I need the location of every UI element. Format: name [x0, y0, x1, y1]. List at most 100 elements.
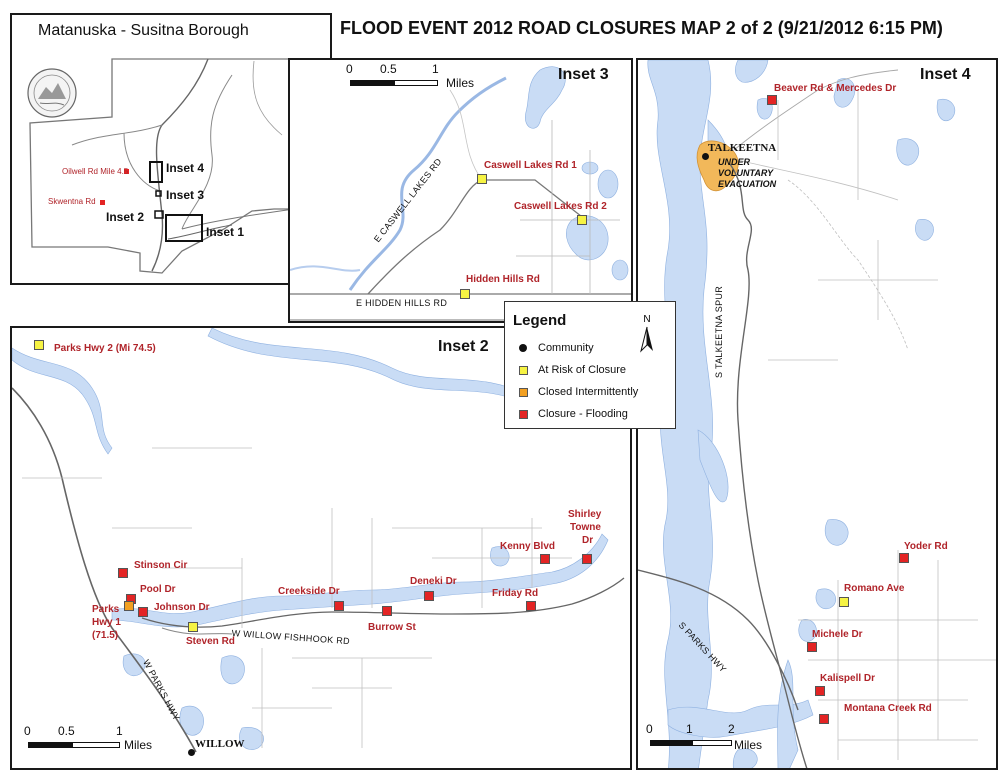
marker-creekside — [334, 601, 344, 611]
label-yoder: Yoder Rd — [904, 541, 948, 552]
map-title: FLOOD EVENT 2012 ROAD CLOSURES MAP 2 of … — [340, 18, 943, 38]
marker-stinson — [118, 568, 128, 578]
legend-at-risk-label: At Risk of Closure — [538, 364, 627, 376]
label-pool: Pool Dr — [140, 584, 176, 595]
overview-panel: Matanuska - Susitna Borough Oilwell Rd M… — [10, 13, 332, 285]
marker-caswell-lakes-1 — [477, 174, 487, 184]
inset3-scale-unit: Miles — [446, 76, 475, 90]
label-shirley-line3: Dr — [582, 535, 594, 546]
inset3-map — [290, 66, 631, 321]
inset3-scale-tick-1: 0.5 — [380, 62, 397, 76]
label-shirley-line1: Shirley — [568, 509, 602, 520]
label-johnson: Johnson Dr — [154, 602, 210, 613]
inset3-panel: Inset 3 0 0.5 1 Miles E CASWELL LAKES RD… — [288, 58, 633, 323]
label-shirley-line2: Towne — [570, 522, 601, 533]
inset2-scale-bar: 0 0.5 1 Miles — [24, 724, 174, 754]
label-beaver-mercedes: Beaver Rd & Mercedes Dr — [774, 83, 897, 94]
overview-inset1-label: Inset 1 — [206, 225, 245, 239]
borough-seal-icon — [27, 68, 77, 118]
label-friday: Friday Rd — [492, 588, 539, 599]
overview-map — [27, 58, 313, 274]
marker-friday — [526, 601, 536, 611]
legend-community-icon — [519, 344, 527, 353]
marker-deneki — [424, 591, 434, 601]
marker-kalispell — [815, 686, 825, 696]
inset3-scale-tick-2: 1 — [432, 62, 439, 76]
overview-inset2-label: Inset 2 — [106, 210, 145, 224]
inset4-panel: Inset 4 TALKEETNA UNDER VOLUNTARY EVACUA… — [636, 58, 998, 770]
inset4-scale-tick-0: 0 — [646, 722, 653, 736]
road-label-hidden: E HIDDEN HILLS RD — [356, 298, 448, 308]
label-parks-hwy-1-line2: Hwy 1 — [92, 617, 121, 628]
north-arrow: N — [639, 314, 655, 356]
marker-michele — [807, 642, 817, 652]
marker-shirley-towne — [582, 554, 592, 564]
map-legend: Legend N Community At Risk of Closure Cl… — [504, 301, 676, 429]
talkeetna-label: TALKEETNA — [708, 142, 777, 154]
marker-kenny — [540, 554, 550, 564]
inset4-scale-bar: 0 1 2 Miles — [646, 722, 796, 752]
label-parks-hwy-2: Parks Hwy 2 (Mi 74.5) — [54, 343, 156, 354]
marker-hidden-hills — [460, 289, 470, 299]
marker-montana-creek — [819, 714, 829, 724]
legend-title: Legend — [513, 312, 567, 329]
marker-parks-hwy-1 — [124, 601, 134, 611]
label-caswell-lakes-2: Caswell Lakes Rd 2 — [514, 201, 607, 212]
inset2-scale-tick-0: 0 — [24, 724, 31, 738]
inset3-scale-bar: 0 0.5 1 Miles — [346, 62, 496, 92]
label-steven: Steven Rd — [186, 636, 235, 647]
evacuation-line-1: UNDER — [718, 157, 751, 167]
marker-johnson — [138, 607, 148, 617]
inset4-title: Inset 4 — [920, 66, 971, 83]
inset3-scale-tick-0: 0 — [346, 62, 353, 76]
north-arrow-icon — [640, 326, 653, 353]
talkeetna-community-dot — [702, 153, 709, 160]
label-deneki: Deneki Dr — [410, 576, 457, 587]
inset2-scale-tick-1: 0.5 — [58, 724, 75, 738]
label-parks-hwy-1-line3: (71.5) — [92, 630, 119, 641]
legend-flooding-label: Closure - Flooding — [538, 408, 628, 420]
label-montana-creek: Montana Creek Rd — [844, 703, 932, 714]
label-caswell-lakes-1: Caswell Lakes Rd 1 — [484, 160, 577, 171]
evacuation-line-2: VOLUNTARY — [718, 168, 774, 178]
evacuation-line-3: EVACUATION — [718, 179, 777, 189]
label-michele: Michele Dr — [812, 629, 863, 640]
legend-closed-label: Closed Intermittently — [538, 386, 639, 398]
road-label-talkeetna-spur: S TALKEETNA SPUR — [714, 286, 724, 378]
label-burrow: Burrow St — [368, 622, 416, 633]
willow-community-dot — [188, 749, 195, 756]
legend-community-label: Community — [538, 342, 594, 354]
label-stinson: Stinson Cir — [134, 560, 188, 571]
legend-closed-swatch — [519, 387, 528, 397]
inset2-title: Inset 2 — [438, 338, 489, 355]
inset3-title: Inset 3 — [558, 66, 609, 83]
north-label: N — [643, 314, 651, 325]
inset2-panel: Inset 2 W WILLOW FISHHOOK RD W PARKS HWY… — [10, 326, 632, 770]
label-romano: Romano Ave — [844, 583, 905, 594]
overview-label-skwentna: Skwentna Rd — [48, 197, 96, 206]
label-kenny: Kenny Blvd — [500, 541, 556, 552]
label-kalispell: Kalispell Dr — [820, 673, 876, 684]
marker-parks-hwy-2 — [34, 340, 44, 350]
inset2-scale-tick-2: 1 — [116, 724, 123, 738]
inset4-scale-tick-1: 1 — [686, 722, 693, 736]
label-parks-hwy-1-line1: Parks — [92, 604, 120, 615]
willow-label: WILLOW — [195, 738, 245, 750]
marker-burrow — [382, 606, 392, 616]
overview-inset3-label: Inset 3 — [166, 188, 205, 202]
marker-caswell-lakes-2 — [577, 215, 587, 225]
legend-flooding-swatch — [519, 409, 528, 419]
marker-steven — [188, 622, 198, 632]
overview-inset4-label: Inset 4 — [166, 161, 205, 175]
marker-beaver-mercedes — [767, 95, 777, 105]
inset2-scale-unit: Miles — [124, 738, 153, 752]
label-creekside: Creekside Dr — [278, 586, 340, 597]
inset4-map — [638, 60, 996, 768]
marker-yoder — [899, 553, 909, 563]
inset4-scale-tick-2: 2 — [728, 722, 735, 736]
marker-romano — [839, 597, 849, 607]
borough-name: Matanuska - Susitna Borough — [38, 22, 249, 39]
label-hidden-hills: Hidden Hills Rd — [466, 274, 540, 285]
legend-at-risk-swatch — [519, 365, 528, 375]
inset4-scale-unit: Miles — [734, 738, 763, 752]
